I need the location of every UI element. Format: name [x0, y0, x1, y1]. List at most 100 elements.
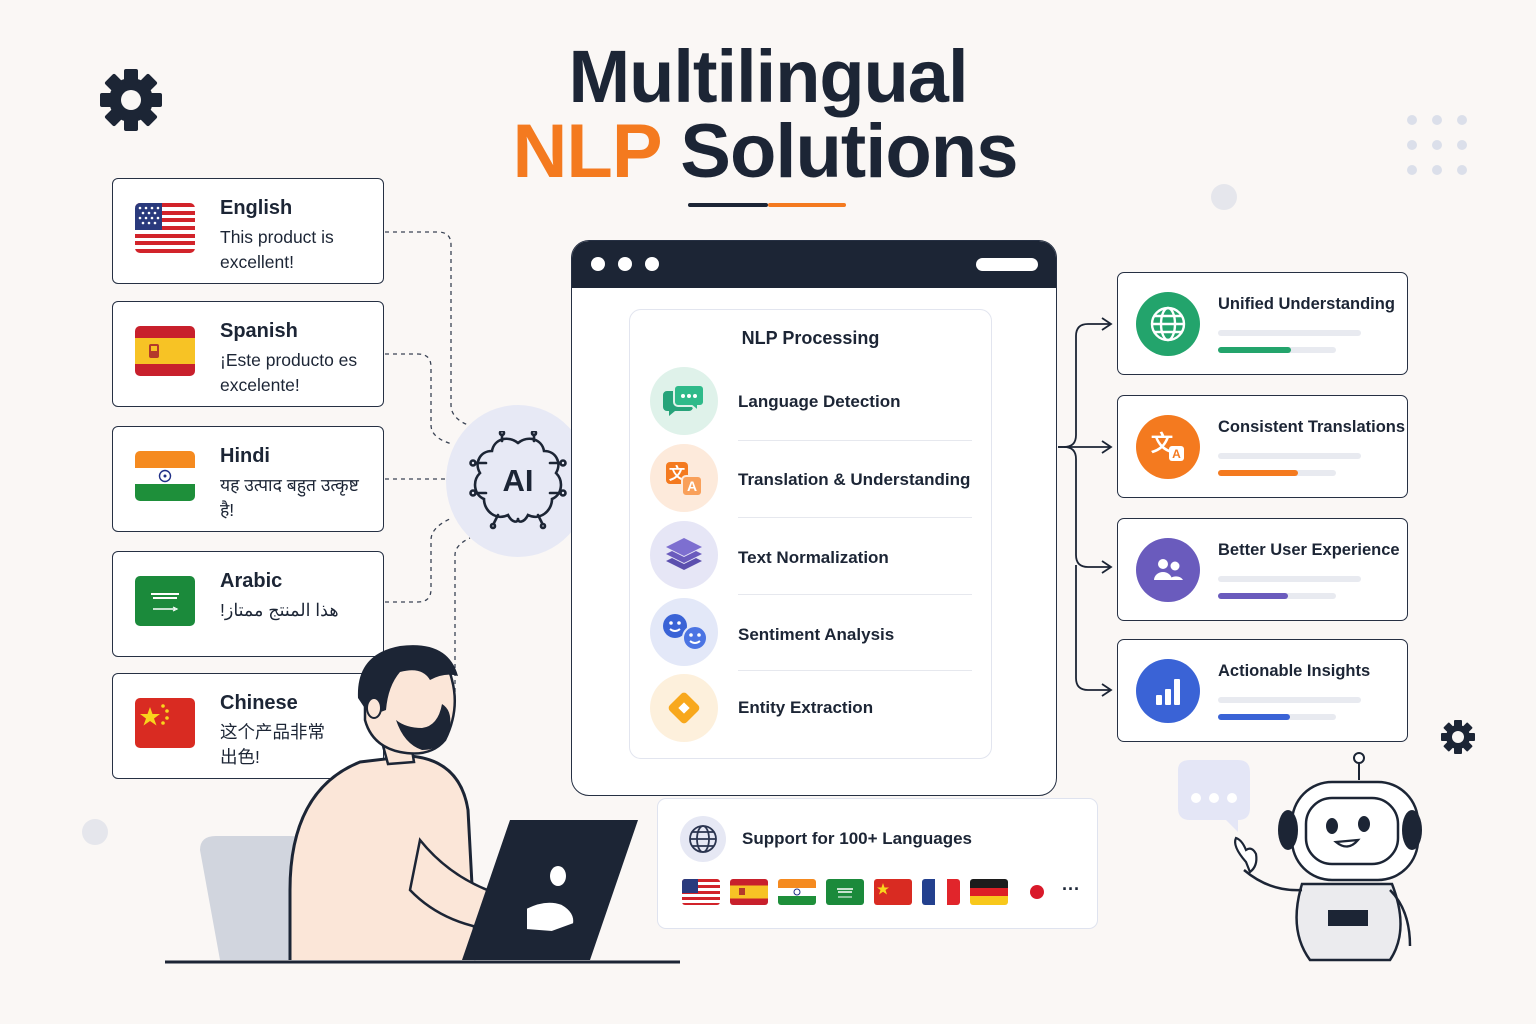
svg-text:文: 文: [1151, 431, 1174, 456]
progress-track: [1218, 697, 1361, 703]
gear-icon: [100, 69, 162, 131]
language-connectors: [385, 231, 471, 700]
language-name: Spanish: [220, 320, 298, 342]
step-sentiment-analysis: Sentiment Analysis: [650, 598, 980, 668]
window-search-pill: [976, 258, 1038, 271]
globe-icon: [1136, 292, 1200, 356]
translate-icon: 文 A: [650, 444, 718, 512]
step-label: Sentiment Analysis: [738, 625, 895, 644]
page-title-line1: Multilingual: [568, 35, 968, 118]
outcome-label: Unified Understanding: [1218, 295, 1395, 313]
gear-icon: [1441, 720, 1475, 754]
ai-label: AI: [502, 463, 534, 498]
step-text-normalization: Text Normalization: [650, 521, 980, 591]
step-translation: 文 A Translation & Understanding: [650, 444, 980, 514]
window-dot: [591, 257, 605, 271]
language-card-hindi: Hindi यह उत्पाद बहुत उत्कृष्ट है!: [112, 426, 384, 532]
outcome-label: Better User Experience: [1218, 541, 1400, 559]
robot-illustration: [1178, 752, 1422, 962]
outcome-consistent-translations: 文 A Consistent Translations: [1117, 395, 1408, 498]
divider: [738, 594, 972, 595]
es-flag: [730, 879, 768, 905]
title-rest: Solutions: [680, 109, 1018, 194]
outcome-label: Consistent Translations: [1218, 418, 1406, 436]
language-sample-text: هذا المنتج ممتاز!: [220, 600, 339, 620]
processing-title: NLP Processing: [741, 328, 880, 348]
progress-bar: [1218, 714, 1336, 720]
divider: [738, 440, 972, 441]
page-title-line2: NLP Solutions: [0, 108, 1300, 195]
title-accent: NLP: [512, 109, 662, 194]
progress-track: [1218, 453, 1361, 459]
language-name: Chinese: [220, 692, 298, 714]
in-flag: [778, 879, 816, 905]
us-flag: [682, 879, 720, 905]
step-language-detection: Language Detection: [650, 367, 980, 437]
progress-fill: [1218, 593, 1288, 599]
progress-fill: [1218, 470, 1299, 476]
diamond-tag-icon: [650, 674, 718, 742]
progress-fill: [1218, 714, 1290, 720]
outcome-actionable-insights: Actionable Insights: [1117, 639, 1408, 742]
language-card-spanish: Spanish ¡Este producto es excelente!: [112, 301, 384, 407]
svg-text:A: A: [687, 478, 697, 494]
layers-icon: [650, 521, 718, 589]
outcome-connectors: [1058, 317, 1113, 697]
language-sample-text: 这个产品非常出色!: [220, 722, 325, 767]
outcome-unified-understanding: Unified Understanding: [1117, 272, 1408, 375]
outcome-label: Actionable Insights: [1218, 662, 1371, 680]
de-flag: [970, 879, 1008, 905]
sa-flag: [826, 879, 864, 905]
language-name: Arabic: [220, 570, 283, 592]
step-label: Language Detection: [738, 392, 901, 411]
progress-track: [1218, 576, 1361, 582]
language-card-chinese: Chinese 这个产品非常出色!: [112, 673, 384, 779]
step-entity-extraction: Entity Extraction: [650, 674, 980, 744]
jp-flag: [1018, 879, 1056, 905]
outcome-better-user-experience: Better User Experience: [1117, 518, 1408, 621]
person-illustration: [165, 645, 680, 964]
progress-bar: [1218, 470, 1336, 476]
cn-flag: [135, 698, 195, 748]
svg-text:A: A: [1172, 447, 1181, 461]
language-sample-text: ¡Este producto es excelente!: [220, 350, 358, 395]
ai-hub: AI: [446, 405, 590, 557]
cn-flag: [874, 879, 912, 905]
dot-grid: [1407, 115, 1467, 175]
divider: [738, 517, 972, 518]
progress-track: [1218, 330, 1361, 336]
language-card-arabic: Arabic هذا المنتج ممتاز!: [112, 551, 384, 657]
window-dot: [645, 257, 659, 271]
step-label: Translation & Understanding: [738, 470, 971, 489]
more-languages: ···: [1062, 879, 1080, 899]
window-titlebar: [572, 241, 1056, 288]
progress-bar: [1218, 593, 1336, 599]
translate-icon: 文 A: [1136, 415, 1200, 479]
bar-chart-icon: [1136, 659, 1200, 723]
fr-flag: [922, 879, 960, 905]
users-icon: [1136, 538, 1200, 602]
brain-icon: [469, 431, 567, 530]
in-flag: [135, 451, 195, 501]
step-label: Text Normalization: [738, 548, 889, 567]
divider: [738, 670, 972, 671]
step-label: Entity Extraction: [738, 698, 874, 717]
window-dot: [618, 257, 632, 271]
globe-icon: [680, 816, 726, 862]
progress-bar: [1218, 347, 1336, 353]
language-name: Hindi: [220, 445, 270, 467]
sa-flag: [135, 576, 195, 626]
language-card-english: English This product is excellent!: [112, 178, 384, 284]
language-support-panel: Support for 100+ Languages ···: [657, 798, 1098, 929]
language-sample-text: This product is excellent!: [220, 227, 334, 272]
support-label: Support for 100+ Languages: [742, 829, 973, 848]
us-flag: [135, 203, 195, 253]
es-flag: [135, 326, 195, 376]
progress-fill: [1218, 347, 1292, 353]
chat-bubbles-icon: [650, 367, 718, 435]
title-underline: [688, 203, 846, 207]
language-name: English: [220, 197, 293, 219]
language-sample-text: यह उत्पाद बहुत उत्कृष्ट है!: [220, 475, 359, 520]
smiley-faces-icon: [650, 598, 718, 666]
